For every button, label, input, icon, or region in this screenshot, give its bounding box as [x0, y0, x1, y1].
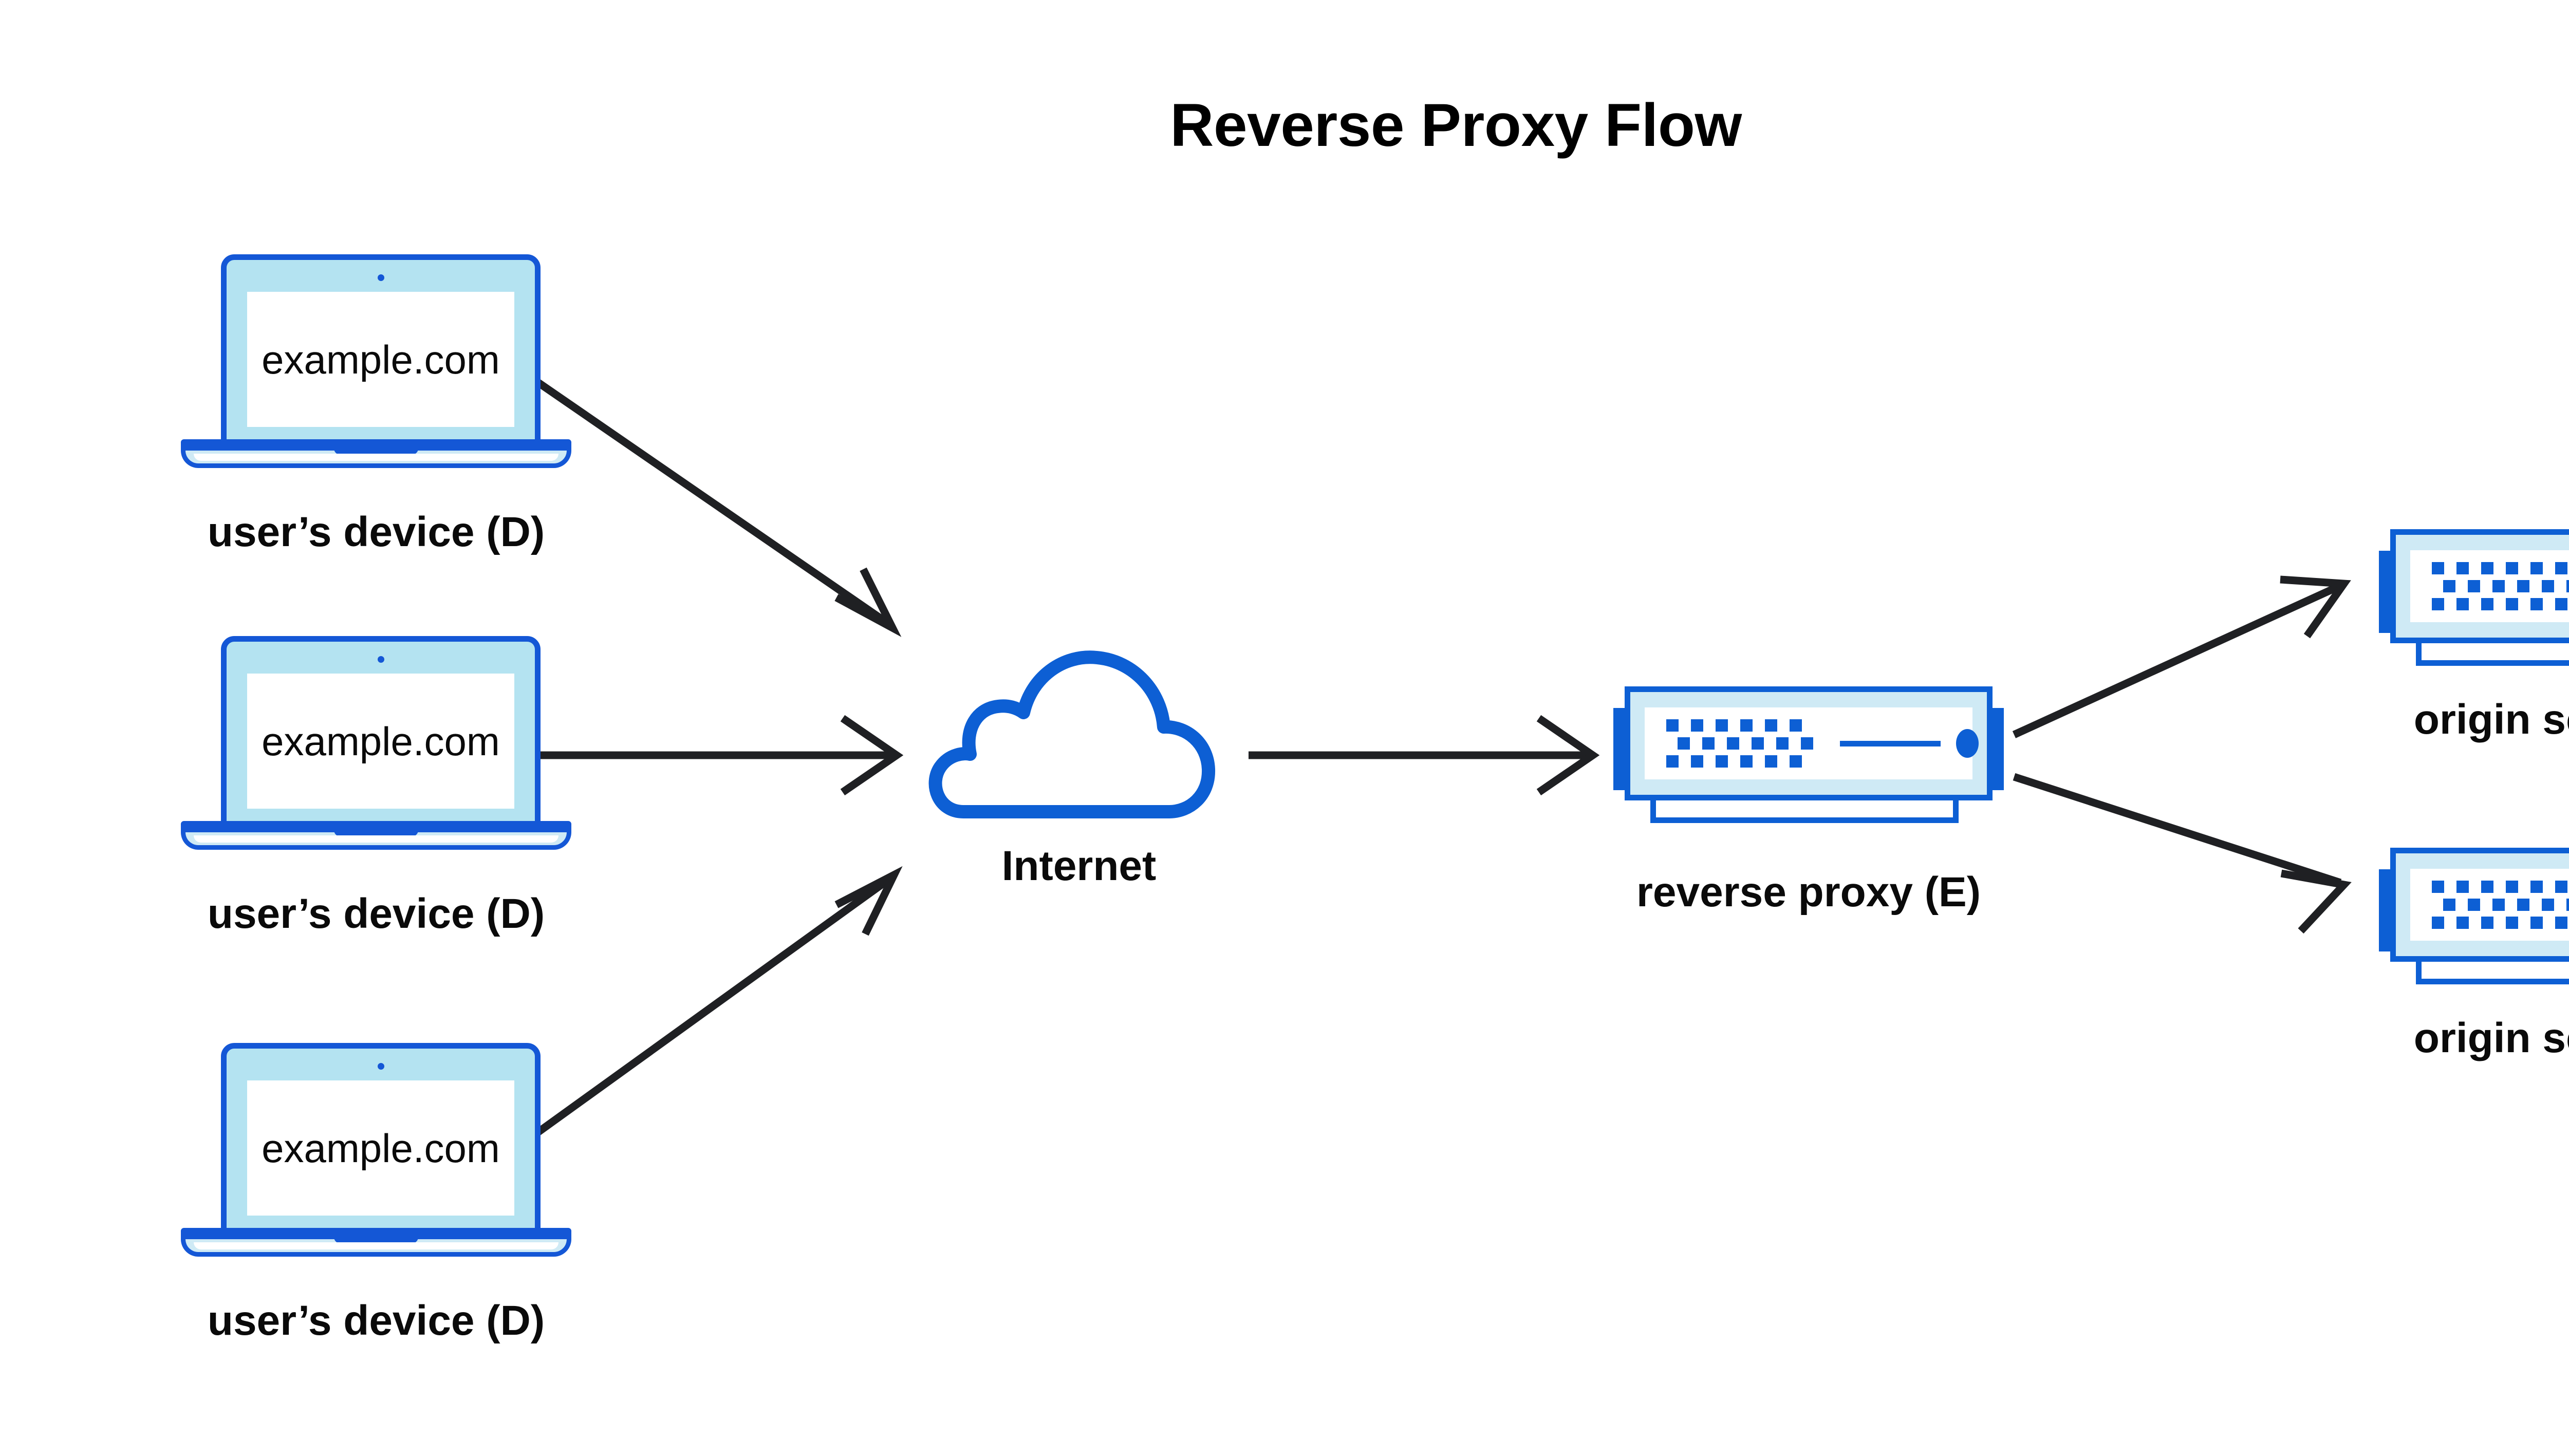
- laptop-icon: example.com: [181, 254, 571, 470]
- device-top-label: user’s device (D): [207, 509, 545, 555]
- vent-row: [1666, 755, 1815, 768]
- laptop-base: [181, 439, 571, 468]
- node-device-bottom[interactable]: example.com user’s device (D): [181, 1043, 571, 1342]
- laptop-base: [181, 821, 571, 850]
- server-vent-grid: [1666, 719, 1815, 768]
- node-internet[interactable]: Internet: [920, 629, 1238, 887]
- webcam-icon: [378, 1063, 384, 1070]
- server-body: [2390, 848, 2569, 962]
- server-panel: [2410, 869, 2569, 941]
- laptop-base-notch: [334, 826, 418, 836]
- screen-url-text: example.com: [262, 337, 500, 382]
- laptop-screen: example.com: [247, 1080, 514, 1216]
- laptop-screen: example.com: [247, 292, 514, 427]
- edge-reverse-proxy-to-origin-top: [2012, 575, 2351, 738]
- node-origin-top[interactable]: origin server (F): [2379, 529, 2569, 741]
- laptop-lid: example.com: [221, 636, 541, 827]
- server-icon: [1613, 686, 2004, 824]
- laptop-base-notch: [334, 1233, 418, 1243]
- device-bottom-label: user’s device (D): [207, 1297, 545, 1344]
- vent-row: [2443, 580, 2569, 592]
- vent-row: [2443, 899, 2569, 911]
- vent-row: [1678, 737, 1815, 750]
- laptop-base-shine: [194, 835, 559, 843]
- server-vent-grid: [2432, 562, 2569, 610]
- server-panel: [1645, 707, 1979, 779]
- edge-reverse-proxy-to-origin-bottom: [2013, 773, 2352, 934]
- device-middle-label: user’s device (D): [207, 890, 545, 937]
- vent-row: [2432, 598, 2569, 610]
- server-status-led: [1956, 729, 1979, 758]
- reverse-proxy-label: reverse proxy (E): [1636, 869, 1981, 916]
- cloud-icon: [920, 629, 1238, 835]
- node-device-top[interactable]: example.com user’s device (D): [181, 254, 571, 553]
- laptop-icon: example.com: [181, 636, 571, 852]
- node-device-middle[interactable]: example.com user’s device (D): [181, 636, 571, 935]
- vent-row: [2432, 881, 2569, 893]
- server-status-line: [1840, 741, 1941, 746]
- internet-label: Internet: [1001, 843, 1157, 889]
- vent-row: [2432, 917, 2569, 929]
- vent-row: [1666, 719, 1815, 732]
- server-vent-grid: [2432, 881, 2569, 929]
- node-origin-bottom[interactable]: origin server (F): [2379, 848, 2569, 1059]
- laptop-base-notch: [334, 444, 418, 455]
- page-title: Reverse Proxy Flow: [1170, 91, 1742, 159]
- origin-top-label: origin server (F): [2413, 696, 2569, 743]
- server-body: [2390, 529, 2569, 643]
- webcam-icon: [378, 656, 384, 663]
- origin-bottom-label: origin server (F): [2413, 1015, 2569, 1061]
- server-shelf: [1650, 800, 1959, 823]
- server-shelf: [2416, 643, 2569, 666]
- laptop-base: [181, 1228, 571, 1257]
- laptop-icon: example.com: [181, 1043, 571, 1259]
- screen-url-text: example.com: [262, 1125, 500, 1171]
- screen-url-text: example.com: [262, 718, 500, 764]
- server-body: [1625, 686, 1993, 800]
- laptop-screen: example.com: [247, 674, 514, 809]
- edge-internet-to-reverse-proxy: [1249, 715, 1600, 796]
- laptop-base-shine: [194, 1242, 559, 1249]
- laptop-lid: example.com: [221, 254, 541, 445]
- server-panel: [2410, 550, 2569, 622]
- server-shelf: [2416, 962, 2569, 984]
- server-icon: [2379, 529, 2569, 667]
- vent-row: [2432, 562, 2569, 574]
- webcam-icon: [378, 274, 384, 281]
- laptop-lid: example.com: [221, 1043, 541, 1234]
- laptop-base-shine: [194, 454, 559, 461]
- node-reverse-proxy[interactable]: reverse proxy (E): [1613, 686, 2004, 913]
- server-icon: [2379, 848, 2569, 985]
